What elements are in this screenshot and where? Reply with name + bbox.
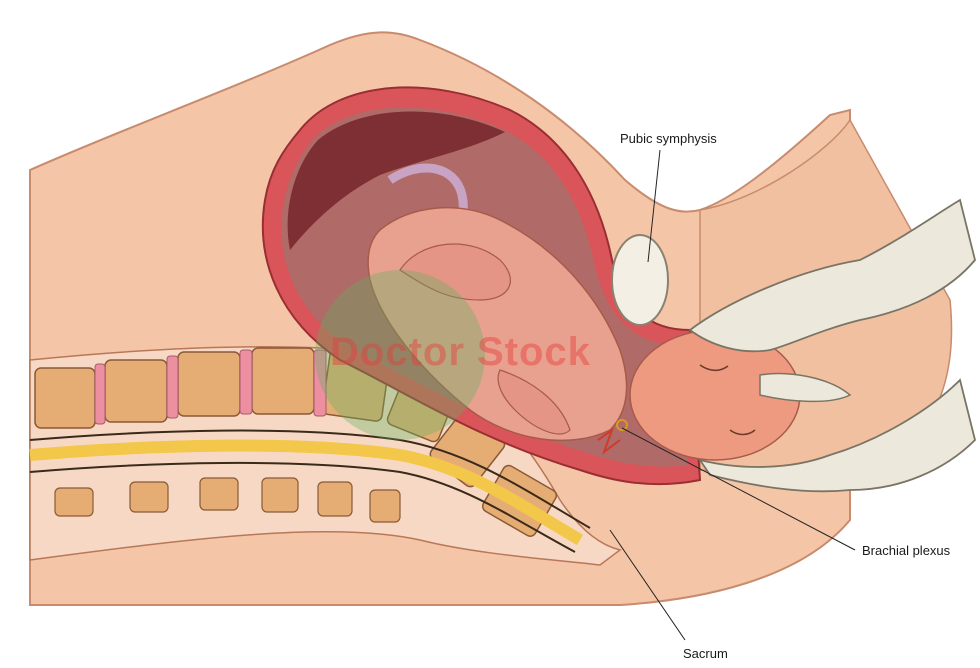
fetus-arm — [497, 369, 571, 435]
glove-finger — [759, 372, 852, 403]
fetus-closed-eye — [729, 429, 756, 436]
disc — [313, 349, 327, 417]
gloved-hand-upper — [688, 198, 976, 353]
pubic-symphysis-leader — [647, 149, 661, 263]
pubic-symphysis-label: Pubic symphysis — [620, 131, 717, 146]
nerve-injury-zigzag — [597, 427, 621, 455]
pubic-symphysis-bone — [611, 234, 669, 326]
spinous-process — [54, 487, 94, 517]
spinal-cord — [29, 439, 584, 546]
spinal-canal-line — [29, 429, 591, 529]
spinous-processes — [54, 477, 401, 523]
intervertebral-discs — [94, 349, 327, 425]
brachial-plexus-mark — [597, 419, 628, 455]
brachial-plexus-label: Brachial plexus — [862, 543, 951, 558]
disc — [94, 363, 106, 425]
vertebra — [104, 359, 168, 423]
vertebra — [34, 367, 96, 429]
nerve-origin-dot — [616, 419, 628, 431]
spinal-canal-line-lower — [29, 461, 576, 553]
fetus-leg — [399, 243, 511, 301]
spinous-process — [261, 477, 299, 513]
spinous-process — [369, 489, 401, 523]
watermark-text: Doctor Stock — [330, 330, 591, 374]
brachial-plexus-leader — [621, 427, 856, 551]
vertebra — [251, 347, 315, 415]
sacrum-label: Sacrum — [683, 646, 728, 661]
vertebra — [177, 351, 241, 417]
fetus-closed-eye — [699, 364, 729, 372]
spinous-process — [199, 477, 239, 511]
placenta — [287, 111, 505, 250]
spinous-process — [129, 481, 169, 513]
disc — [239, 349, 253, 415]
disc — [166, 355, 179, 419]
watermark-disc — [315, 270, 485, 440]
sacrum-leader — [609, 529, 686, 641]
gloved-hand-lower — [697, 378, 976, 493]
spinous-process — [317, 481, 353, 517]
